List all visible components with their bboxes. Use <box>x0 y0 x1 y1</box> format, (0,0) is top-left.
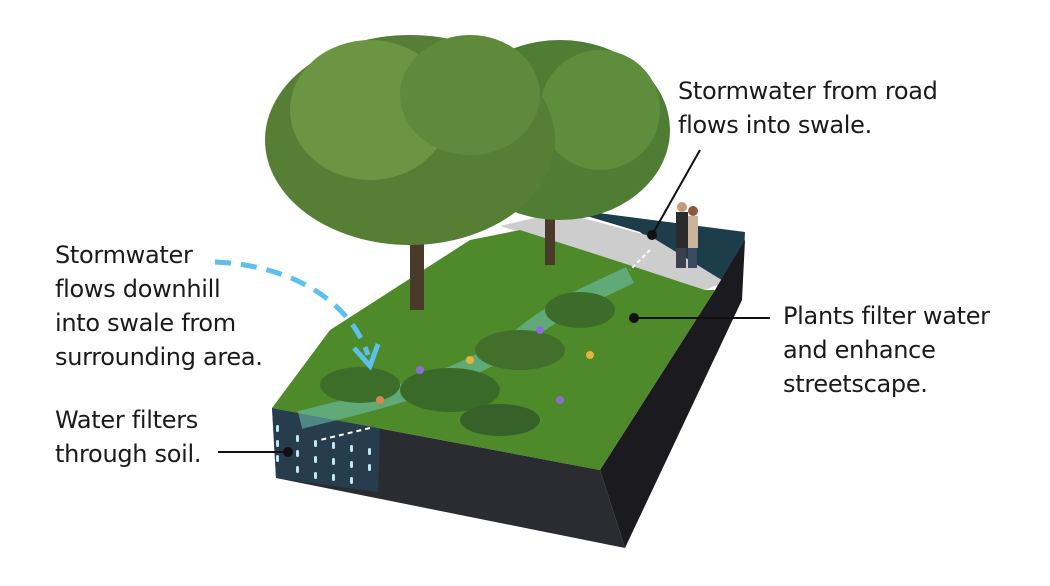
label-line: Stormwater from road <box>678 77 938 105</box>
sidewalk <box>500 212 725 290</box>
label-road-flow: Stormwater from road flows into swale. <box>678 74 938 142</box>
leader-dot-road <box>647 230 657 240</box>
label-soil: Water filters through soil. <box>55 403 201 471</box>
pedestrians <box>676 202 698 268</box>
swale-plants <box>320 292 615 436</box>
label-downhill: Stormwater flows downhill into swale fro… <box>55 238 263 374</box>
leader-lines <box>218 149 770 453</box>
infiltration-dots <box>276 425 371 484</box>
label-line: through soil. <box>55 440 202 468</box>
leader-dot-soil <box>283 447 293 457</box>
label-line: into swale from <box>55 309 236 337</box>
label-line: streetscape. <box>783 370 928 398</box>
label-plants: Plants filter water and enhance streetsc… <box>783 299 990 401</box>
label-line: flows downhill <box>55 275 221 303</box>
label-line: Plants filter water <box>783 302 990 330</box>
downhill-flow-arrow <box>214 259 371 356</box>
label-line: Stormwater <box>55 241 193 269</box>
label-line: Water filters <box>55 406 199 434</box>
tree-left <box>265 35 555 310</box>
leader-dot-plants <box>629 313 639 323</box>
label-line: and enhance <box>783 336 936 364</box>
downhill-arrowhead-icon <box>352 343 381 371</box>
road-flow-arrow <box>629 249 651 271</box>
label-line: surrounding area. <box>55 343 263 371</box>
label-line: flows into swale. <box>678 111 872 139</box>
